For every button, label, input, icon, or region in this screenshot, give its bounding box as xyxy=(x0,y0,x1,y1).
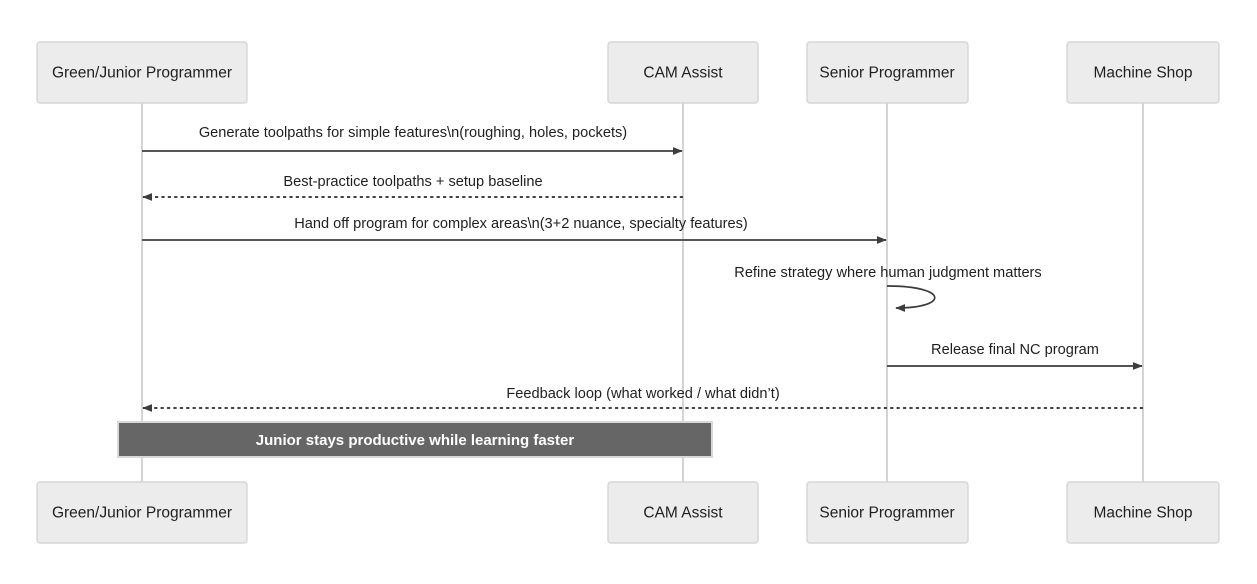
actor-box-senior[interactable] xyxy=(806,41,969,104)
message-label: Hand off program for complex areas\n(3+2… xyxy=(294,216,748,232)
message-label: Feedback loop (what worked / what didn’t… xyxy=(506,386,779,402)
actor-label-shop: Machine Shop xyxy=(1093,505,1192,522)
actor-shop-bottom[interactable]: Machine Shop xyxy=(1066,481,1220,544)
actor-box-senior[interactable] xyxy=(806,481,969,544)
actor-label-junior: Green/Junior Programmer xyxy=(52,65,232,82)
lifelines-group xyxy=(141,103,1144,482)
message-4-senior-to-senior: Refine strategy where human judgment mat… xyxy=(734,265,1042,312)
actor-box-junior[interactable] xyxy=(36,481,248,544)
actor-box-cam[interactable] xyxy=(607,481,759,544)
actor-box-junior[interactable] xyxy=(36,41,248,104)
actor-label-cam: CAM Assist xyxy=(643,505,723,522)
message-2-cam-to-junior: Best-practice toolpaths + setup baseline xyxy=(142,174,683,201)
actor-box-shop[interactable] xyxy=(1066,41,1220,104)
actor-cam-bottom[interactable]: CAM Assist xyxy=(607,481,759,544)
message-5-senior-to-shop: Release final NC program xyxy=(887,342,1143,370)
message-label: Generate toolpaths for simple features\n… xyxy=(199,125,627,141)
actor-senior-bottom[interactable]: Senior Programmer xyxy=(806,481,969,544)
actor-headers-bottom: Green/Junior Programmer CAM Assist Senior … xyxy=(36,481,1220,544)
actor-junior-bottom[interactable]: Green/Junior Programmer xyxy=(36,481,248,544)
actor-junior-top[interactable]: Green/Junior Programmer xyxy=(36,41,248,104)
message-label: Best-practice toolpaths + setup baseline xyxy=(283,174,542,190)
actor-shop-top[interactable]: Machine Shop xyxy=(1066,41,1220,104)
message-3-junior-to-senior: Hand off program for complex areas\n(3+2… xyxy=(142,216,887,244)
actor-label-junior: Green/Junior Programmer xyxy=(52,505,232,522)
message-6-shop-to-junior: Feedback loop (what worked / what didn’t… xyxy=(142,386,1143,412)
actor-label-cam: CAM Assist xyxy=(643,65,723,82)
actor-label-shop: Machine Shop xyxy=(1093,65,1192,82)
actor-cam-top[interactable]: CAM Assist xyxy=(607,41,759,104)
actor-headers-top: Green/Junior Programmer CAM Assist Senior … xyxy=(36,41,1220,104)
actor-box-cam[interactable] xyxy=(607,41,759,104)
self-loop-arc xyxy=(886,285,936,312)
notes-group: Junior stays productive while learning f… xyxy=(117,421,713,458)
messages-group: Generate toolpaths for simple features\n… xyxy=(142,125,1143,412)
actor-label-senior: Senior Programmer xyxy=(819,505,954,522)
actor-senior-top[interactable]: Senior Programmer xyxy=(806,41,969,104)
note-label: Junior stays productive while learning f… xyxy=(256,432,575,449)
message-1-junior-to-cam: Generate toolpaths for simple features\n… xyxy=(142,125,683,155)
note-rect xyxy=(117,421,713,458)
message-label: Refine strategy where human judgment mat… xyxy=(734,265,1041,281)
message-label: Release final NC program xyxy=(931,342,1099,358)
note-block: Junior stays productive while learning f… xyxy=(117,421,713,458)
actor-box-shop[interactable] xyxy=(1066,481,1220,544)
actor-label-senior: Senior Programmer xyxy=(819,65,954,82)
